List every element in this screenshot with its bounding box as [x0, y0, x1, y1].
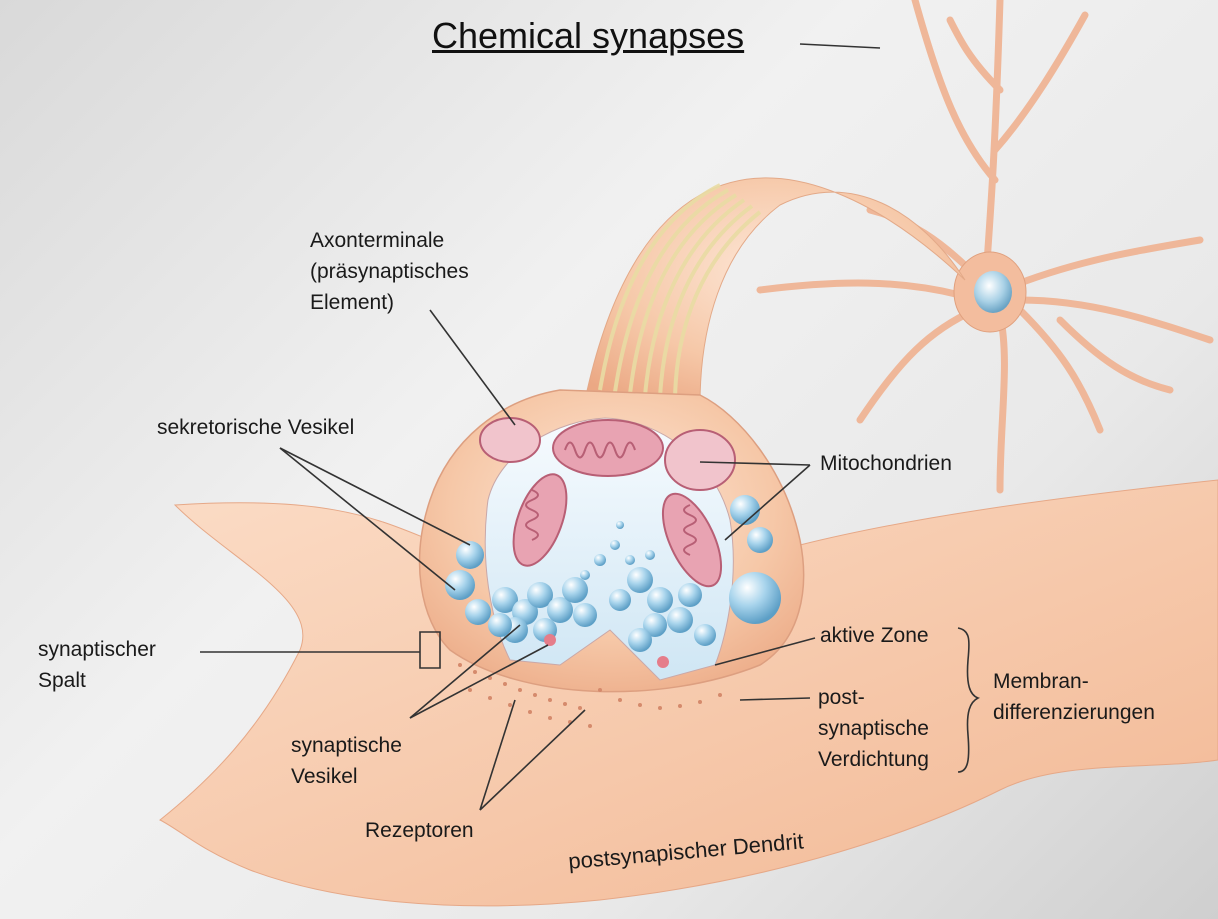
- diagram-title: Chemical synapses: [432, 15, 745, 56]
- label-synaptischer-spalt-line1: synaptischer: [38, 638, 156, 661]
- mitochondria-cristae: [525, 441, 697, 556]
- label-psd-line3: Verdichtung: [818, 748, 929, 771]
- label-axonterminale-line3: Element): [310, 291, 395, 314]
- label-axonterminale-line1: Axonterminale: [310, 229, 445, 252]
- label-sekretorische-vesikel: sekretorische Vesikel: [157, 416, 355, 439]
- vesicles: [445, 495, 781, 652]
- axon-fibers: [598, 183, 762, 401]
- label-psd-line1: post-: [818, 686, 865, 709]
- label-aktive-zone: aktive Zone: [820, 624, 929, 647]
- label-axonterminale: Axonterminale (präsynaptisches Element): [310, 225, 469, 318]
- label-axonterminale-line2: (präsynaptisches: [310, 260, 469, 283]
- label-membran-line2: differenzierungen: [993, 701, 1155, 724]
- label-synaptische-vesikel: synaptische Vesikel: [291, 730, 402, 792]
- label-membrandifferenzierungen: Membran- differenzierungen: [993, 666, 1155, 728]
- receptor-dots: [458, 663, 722, 728]
- label-synaptischer-spalt: synaptischer Spalt: [38, 634, 156, 696]
- label-postsynaptische-verdichtung: post- synaptische Verdichtung: [818, 682, 929, 775]
- mitochondria: [479, 417, 736, 588]
- label-synaptische-vesikel-line1: synaptische: [291, 734, 402, 757]
- label-rezeptoren: Rezeptoren: [365, 819, 474, 842]
- release-sites: [544, 634, 669, 668]
- label-synaptischer-spalt-line2: Spalt: [38, 669, 86, 692]
- label-psd-line2: synaptische: [818, 717, 929, 740]
- neuron-nucleus: [974, 271, 1012, 313]
- label-synaptische-vesikel-line2: Vesikel: [291, 765, 358, 788]
- label-mitochondrien: Mitochondrien: [820, 452, 952, 475]
- leader-lines: [200, 43, 980, 811]
- neuron-dendrites: [756, 0, 1214, 494]
- label-membran-line1: Membran-: [993, 670, 1089, 693]
